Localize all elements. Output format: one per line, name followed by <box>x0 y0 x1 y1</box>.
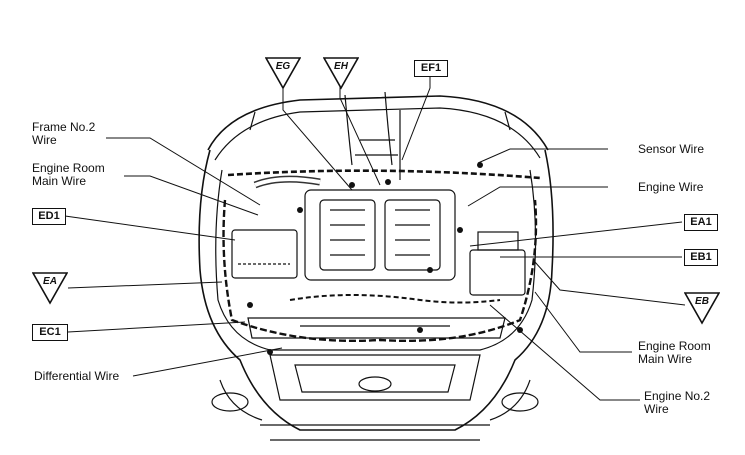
connector-triangle-ea: EA <box>32 271 68 305</box>
connector-triangle-eh: EH <box>323 56 359 90</box>
connector-triangle-eb: EB <box>684 291 720 325</box>
connector-box-ea1: EA1 <box>684 214 718 231</box>
differential-wire-label: Differential Wire <box>34 369 120 383</box>
connector-box-ef1: EF1 <box>414 60 448 77</box>
sensor-wire-label: Sensor Wire <box>638 142 705 156</box>
engine-wire-label: Engine Wire <box>638 180 704 194</box>
connector-box-ed1: ED1 <box>32 208 66 225</box>
connector-box-ec1: EC1 <box>32 324 68 341</box>
connector-triangle-eg: EG <box>265 56 301 90</box>
connector-box-eb1: EB1 <box>684 249 718 266</box>
